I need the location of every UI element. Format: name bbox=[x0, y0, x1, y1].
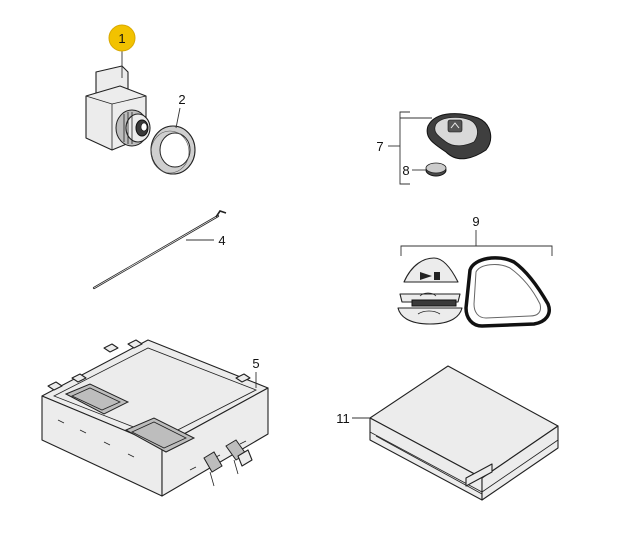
callout-5: 5 bbox=[252, 356, 259, 371]
bracket-7-8 bbox=[399, 111, 410, 185]
part-9-keypad[interactable] bbox=[397, 257, 463, 325]
callout-9: 9 bbox=[472, 214, 479, 229]
callout-8: 8 bbox=[402, 163, 409, 178]
part-1-switch-housing[interactable] bbox=[85, 65, 151, 151]
leader-2 bbox=[175, 107, 181, 129]
callout-11: 11 bbox=[336, 411, 350, 426]
part-2-ring-seal[interactable] bbox=[150, 125, 196, 175]
part-4-rod[interactable] bbox=[92, 210, 227, 290]
highlight-circle-1 bbox=[108, 24, 136, 52]
part-7-key-fob[interactable] bbox=[426, 113, 492, 160]
callout-4: 4 bbox=[218, 233, 225, 248]
callout-7: 7 bbox=[376, 139, 383, 154]
callout-2: 2 bbox=[178, 92, 185, 107]
part-11-cover-box[interactable] bbox=[369, 365, 559, 501]
part-5-control-module[interactable] bbox=[41, 339, 269, 497]
part-9-gasket[interactable] bbox=[464, 256, 551, 328]
bracket-9 bbox=[400, 245, 553, 256]
part-8-button-cell[interactable] bbox=[425, 162, 447, 177]
callout-1: 1 bbox=[118, 31, 125, 46]
